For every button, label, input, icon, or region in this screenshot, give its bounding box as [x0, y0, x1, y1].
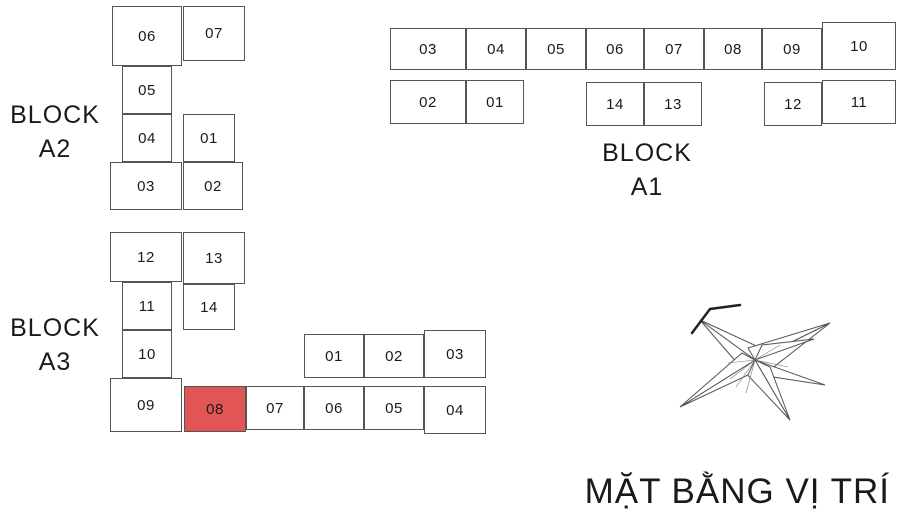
block-a2-label-line1: BLOCK	[10, 101, 100, 129]
unit-a3-13[interactable]: 13	[183, 232, 245, 284]
block-a3-label: BLOCK A3	[0, 311, 110, 379]
unit-a1-08[interactable]: 08	[704, 28, 762, 70]
plan-title: MẶT BẰNG VỊ TRÍ	[584, 472, 890, 511]
unit-a2-06[interactable]: 06	[112, 6, 182, 66]
unit-a3-07[interactable]: 07	[246, 386, 304, 430]
unit-a1-02[interactable]: 02	[390, 80, 466, 124]
block-a2-label-line2: A2	[38, 135, 72, 163]
block-a1-label-line2: A1	[630, 173, 664, 201]
unit-a1-05[interactable]: 05	[526, 28, 586, 70]
unit-a1-01[interactable]: 01	[466, 80, 524, 124]
unit-a1-10[interactable]: 10	[822, 22, 896, 70]
unit-a3-11[interactable]: 11	[122, 282, 172, 330]
unit-a1-13[interactable]: 13	[644, 82, 702, 126]
unit-a1-12[interactable]: 12	[764, 82, 822, 126]
unit-a3-10[interactable]: 10	[122, 330, 172, 378]
unit-a2-05[interactable]: 05	[122, 66, 172, 114]
block-a3-label-line1: BLOCK	[10, 314, 100, 342]
unit-a3-04[interactable]: 04	[424, 386, 486, 434]
unit-a1-04[interactable]: 04	[466, 28, 526, 70]
unit-a3-08-highlighted[interactable]: 08	[184, 386, 246, 432]
block-a3-label-line2: A3	[38, 348, 72, 376]
block-a2-label: BLOCK A2	[0, 98, 110, 166]
unit-a1-07[interactable]: 07	[644, 28, 704, 70]
unit-a1-06[interactable]: 06	[586, 28, 644, 70]
unit-a3-12[interactable]: 12	[110, 232, 182, 282]
unit-a1-09[interactable]: 09	[762, 28, 822, 70]
unit-a2-02[interactable]: 02	[183, 162, 243, 210]
unit-a3-14[interactable]: 14	[183, 284, 235, 330]
unit-a3-05[interactable]: 05	[364, 386, 424, 430]
unit-a3-03[interactable]: 03	[424, 330, 486, 378]
unit-a2-04[interactable]: 04	[122, 114, 172, 162]
block-a1-label-line1: BLOCK	[602, 139, 692, 167]
unit-a3-06[interactable]: 06	[304, 386, 364, 430]
block-a1-label: BLOCK A1	[580, 136, 714, 204]
unit-a2-03[interactable]: 03	[110, 162, 182, 210]
compass-rose-icon	[679, 303, 831, 421]
unit-a3-01[interactable]: 01	[304, 334, 364, 378]
unit-a2-01[interactable]: 01	[183, 114, 235, 162]
unit-a1-14[interactable]: 14	[586, 82, 644, 126]
unit-a3-09[interactable]: 09	[110, 378, 182, 432]
unit-a2-07[interactable]: 07	[183, 6, 245, 61]
unit-a3-02[interactable]: 02	[364, 334, 424, 378]
unit-a1-03[interactable]: 03	[390, 28, 466, 70]
unit-a1-11[interactable]: 11	[822, 80, 896, 124]
